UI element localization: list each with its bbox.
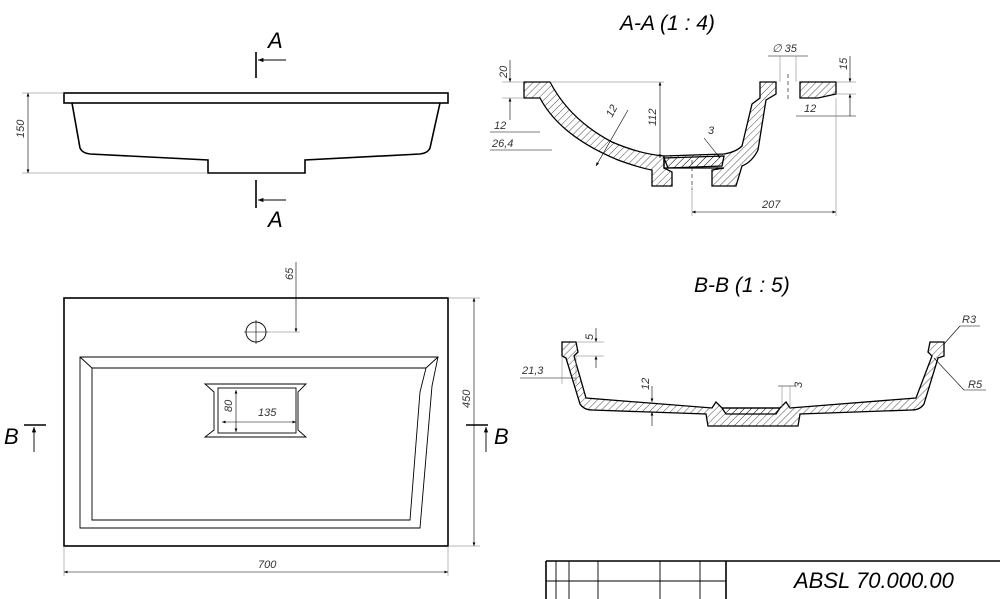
title-block: ABSL 70.000.00 xyxy=(545,560,1000,599)
dim-width: 700 xyxy=(258,559,277,571)
cut-line-b: B B xyxy=(4,424,509,452)
dim-hole-offset: 65 xyxy=(284,267,296,280)
section-a-title: A-A (1 : 4) xyxy=(618,12,715,35)
cut-b-label-right: B xyxy=(494,424,509,449)
dim-aa-hole-dia: ∅ 35 xyxy=(772,43,798,55)
cut-b-label-left: B xyxy=(4,424,19,449)
dim-aa-right-rim-width: 12 xyxy=(804,103,816,115)
cut-a-label-bottom: A xyxy=(266,207,283,232)
dim-aa-wall: 12 xyxy=(604,103,620,119)
dim-aa-half-length: 207 xyxy=(761,199,781,211)
cut-line-a: A A xyxy=(255,28,286,232)
section-b-b: B-B (1 : 5) 5 21,3 12 3 R3 R5 xyxy=(520,274,986,427)
dim-bb-wall: 12 xyxy=(640,378,652,390)
dim-bb-radius-top: R3 xyxy=(962,314,977,326)
dim-aa-right-rim: 15 xyxy=(838,57,850,70)
title-block-code: ABSL 70.000.00 xyxy=(792,568,955,593)
dim-aa-rim-offset: 26,4 xyxy=(491,138,513,150)
dim-aa-rim: 20 xyxy=(498,65,510,79)
section-a-a: A-A (1 : 4) 20 12 26,4 12 112 3 ∅ 35 15 xyxy=(490,12,856,216)
dim-depth: 450 xyxy=(461,389,473,408)
dim-drain-width: 135 xyxy=(258,407,277,419)
dim-drain-height: 80 xyxy=(223,399,235,412)
dim-side-height: 150 xyxy=(15,119,27,138)
dim-bb-rim: 5 xyxy=(584,333,596,340)
cut-a-label-top: A xyxy=(266,28,283,53)
section-b-title: B-B (1 : 5) xyxy=(694,274,790,297)
dim-bb-radius-bottom: R5 xyxy=(968,379,983,391)
top-view: 135 80 65 450 700 xyxy=(63,262,480,576)
side-view: 150 xyxy=(15,92,449,174)
dim-aa-depth: 112 xyxy=(647,108,659,126)
dim-aa-rim-width: 12 xyxy=(494,120,506,132)
dim-aa-gap: 3 xyxy=(708,125,715,137)
dim-bb-rim-offset: 21,3 xyxy=(521,365,544,377)
dim-bb-gap: 3 xyxy=(793,381,805,388)
